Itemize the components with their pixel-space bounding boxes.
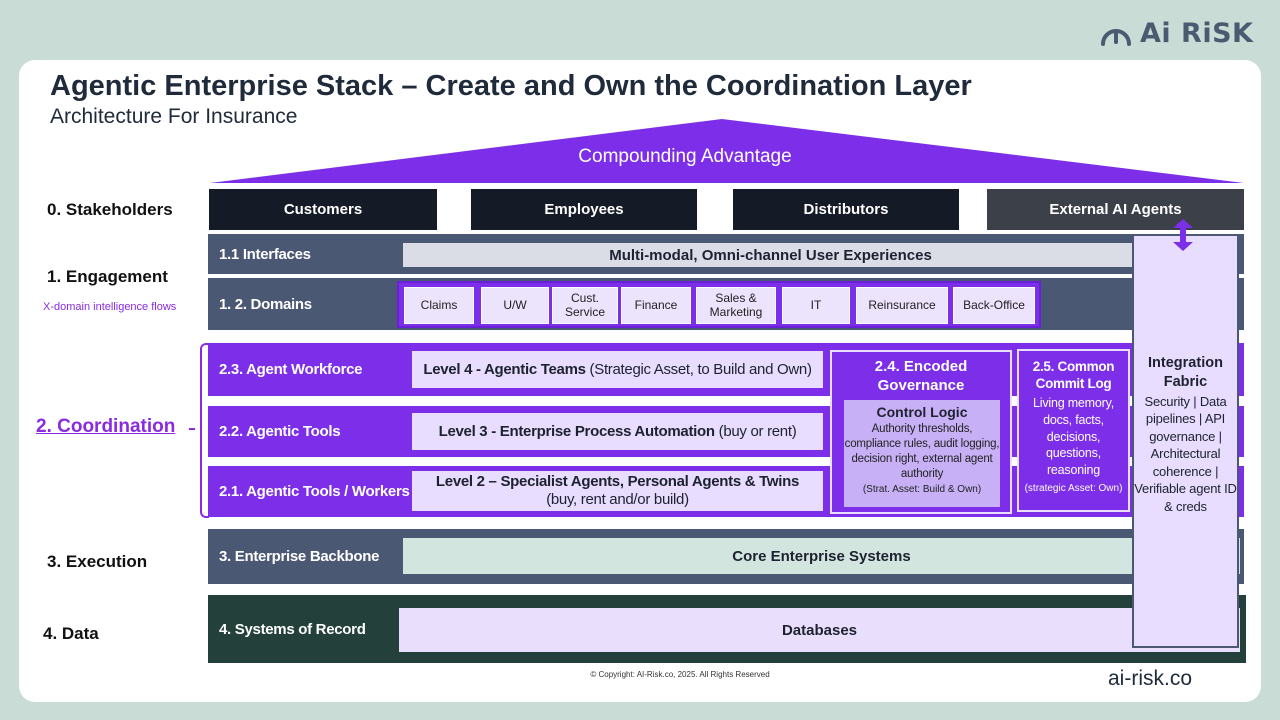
level-4-note: (Strategic Asset, to Build and Own) <box>585 360 812 378</box>
layer-label-stakeholders: 0. Stakeholders <box>47 200 173 219</box>
roof-label: Compounding Advantage <box>578 146 792 167</box>
workers-label: 2.1. Agentic Tools / Workers <box>219 483 410 500</box>
page-title: Agentic Enterprise Stack – Create and Ow… <box>50 70 972 102</box>
coordination-connector <box>189 428 195 430</box>
commit-log-title: 2.5. Common Commit Log <box>1032 359 1115 391</box>
level-4-bar: Level 4 - Agentic Teams (Strategic Asset… <box>412 351 823 388</box>
domain-back-office: Back-Office <box>953 287 1035 324</box>
commit-log-body: Living memory, docs, facts, decisions, q… <box>1032 395 1115 478</box>
stakeholder-distributors: Distributors <box>733 189 959 230</box>
layer-label-execution: 3. Execution <box>47 552 148 571</box>
control-logic-body: Authority thresholds, compliance rules, … <box>844 423 1000 480</box>
commit-log-note: (strategic Asset: Own) <box>1024 483 1123 495</box>
layer-label-data: 4. Data <box>43 624 99 643</box>
commit-log-box: 2.5. Common Commit Log Living memory, do… <box>1017 349 1130 512</box>
layer-label-engagement: 1. Engagement <box>47 267 168 286</box>
fabric-title: Integration Fabric <box>1148 355 1223 390</box>
layer-label-coordination[interactable]: 2. Coordination <box>36 416 176 437</box>
level-4-title: Level 4 - Agentic Teams <box>423 360 586 378</box>
roof-triangle <box>210 119 1244 183</box>
domain-finance: Finance <box>621 287 691 324</box>
level-3-title: Level 3 - Enterprise Process Automation <box>438 422 715 440</box>
coordination-brace <box>200 343 209 518</box>
domain-customer-service: Cust. Service <box>552 287 618 324</box>
governance-title: 2.4. Encoded Governance <box>874 358 968 394</box>
databases-bar: Databases <box>399 608 1240 652</box>
level-3-bar: Level 3 - Enterprise Process Automation … <box>412 413 823 450</box>
brand-logo: Ai RiSK <box>1098 14 1253 52</box>
control-logic-note: (Strat. Asset: Build & Own) <box>862 483 982 495</box>
core-systems-bar: Core Enterprise Systems <box>403 538 1240 574</box>
gauge-icon <box>1101 29 1131 46</box>
control-logic-box: Control Logic Authority thresholds, comp… <box>844 400 1000 507</box>
domains-group: Claims U/W Cust. Service Finance Sales &… <box>397 281 1041 328</box>
encoded-governance-box: 2.4. Encoded Governance Control Logic Au… <box>830 350 1012 514</box>
domain-it: IT <box>782 287 850 324</box>
workforce-label: 2.3. Agent Workforce <box>219 361 363 378</box>
domain-claims: Claims <box>404 287 474 324</box>
brand-name: Ai RiSK <box>1140 17 1254 49</box>
page-subtitle: Architecture For Insurance <box>50 105 298 128</box>
domain-sales-marketing: Sales & Marketing <box>696 287 776 324</box>
tools-label: 2.2. Agentic Tools <box>219 423 341 440</box>
level-2-note: (buy, rent and/or build) <box>546 491 689 508</box>
stakeholder-customers: Customers <box>209 189 437 230</box>
integration-fabric-box: Integration Fabric Security | Data pipel… <box>1132 234 1239 648</box>
level-3-note: (buy or rent) <box>714 422 797 440</box>
double-arrow-icon <box>1173 219 1193 251</box>
domain-reinsurance: Reinsurance <box>856 287 948 324</box>
interfaces-bar: Multi-modal, Omni-channel User Experienc… <box>403 243 1138 267</box>
stakeholder-external-ai-agents: External AI Agents <box>987 189 1244 230</box>
level-2-bar: Level 2 – Specialist Agents, Personal Ag… <box>412 471 823 511</box>
fabric-body: Security | Data pipelines | API governan… <box>1134 393 1237 514</box>
xdomain-label: X-domain intelligence flows <box>43 301 177 313</box>
backbone-label: 3. Enterprise Backbone <box>219 548 380 565</box>
interfaces-label: 1.1 Interfaces <box>219 245 311 263</box>
systems-of-record-label: 4. Systems of Record <box>219 620 366 638</box>
site-link[interactable]: ai-risk.co <box>1108 667 1193 690</box>
domains-label: 1. 2. Domains <box>219 295 312 313</box>
stakeholder-employees: Employees <box>471 189 697 230</box>
control-logic-title: Control Logic <box>876 404 968 420</box>
copyright-text: © Copyright: AI-Risk.co, 2025. All Right… <box>590 670 770 679</box>
level-2-title: Level 2 – Specialist Agents, Personal Ag… <box>435 473 800 490</box>
domain-uw: U/W <box>481 287 549 324</box>
